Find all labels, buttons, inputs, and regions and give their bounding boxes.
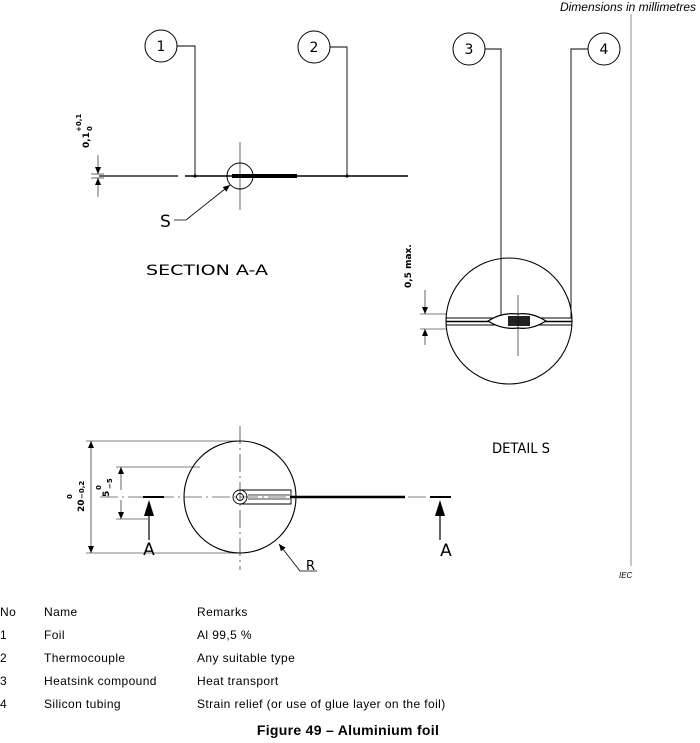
dimensions-note: Dimensions in millimetres — [559, 0, 696, 14]
legend-header-row: No Name Remarks — [0, 600, 446, 623]
offset-dim: 5 — [102, 491, 112, 497]
section-view: 0,1 +0,1 0 S SECTION A-A — [75, 114, 408, 279]
legend-no: 3 — [0, 673, 8, 688]
callout-4-label: 4 — [600, 42, 609, 58]
detail-title: DETAIL S — [492, 441, 550, 457]
legend-name: Heatsink compound — [44, 673, 157, 688]
radius-label: R — [306, 559, 315, 574]
detail-view: 0,5 max. DETAIL S — [404, 244, 573, 457]
plan-view: A A 20 0 −0,2 5 0 −5 R — [66, 426, 452, 574]
gap-dim: 0,5 max. — [404, 244, 414, 288]
callout-1-label: 1 — [157, 39, 166, 55]
legend-remarks: Al 99,5 % — [197, 627, 252, 642]
diameter-tol-lower: −0,2 — [78, 481, 86, 499]
section-mark-left: A — [143, 540, 155, 560]
legend-remarks: Any suitable type — [197, 650, 296, 665]
callout-4: 4 — [570, 32, 621, 318]
legend-no: 4 — [0, 696, 8, 711]
legend-remarks: Strain relief (or use of glue layer on t… — [197, 696, 446, 711]
legend-row: 1 Foil Al 99,5 % — [0, 623, 446, 646]
legend-no: 1 — [0, 627, 8, 642]
legend-row: 3 Heatsink compound Heat transport — [0, 669, 446, 692]
detail-ref-label: S — [160, 212, 171, 232]
legend-remarks: Heat transport — [197, 673, 279, 688]
figure-caption: Figure 49 – Aluminium foil — [256, 722, 440, 738]
legend-header-remarks: Remarks — [197, 604, 248, 619]
diameter-tol-upper: 0 — [66, 494, 74, 499]
offset-tol-lower: −5 — [106, 478, 114, 489]
legend-name: Thermocouple — [44, 650, 126, 665]
section-title: SECTION A-A — [146, 263, 269, 279]
thickness-dim: 0,1 — [82, 132, 92, 148]
callout-2-label: 2 — [310, 40, 319, 56]
diameter-dim: 20 — [77, 499, 87, 512]
callout-1: 1 — [144, 29, 196, 176]
section-mark-right: A — [440, 541, 452, 561]
legend-name: Foil — [44, 627, 65, 642]
legend-name: Silicon tubing — [44, 696, 121, 711]
callout-3: 3 — [452, 32, 502, 318]
offset-tol-upper: 0 — [95, 485, 103, 490]
legend-table: No Name Remarks 1 Foil Al 99,5 % 2 Therm… — [0, 600, 446, 715]
technical-drawing: 1 2 3 4 0,1 +0,1 — [66, 14, 632, 574]
legend-no: 2 — [0, 650, 8, 665]
callout-3-label: 3 — [465, 42, 474, 58]
iec-mark: IEC — [619, 571, 633, 580]
thickness-tol-upper: +0,1 — [75, 114, 83, 132]
legend-row: 2 Thermocouple Any suitable type — [0, 646, 446, 669]
callout-2: 2 — [297, 30, 348, 176]
thickness-tol-lower: 0 — [86, 126, 94, 131]
legend-header-name: Name — [44, 604, 78, 619]
legend-row: 4 Silicon tubing Strain relief (or use o… — [0, 692, 446, 715]
legend-header-no: No — [0, 604, 17, 619]
